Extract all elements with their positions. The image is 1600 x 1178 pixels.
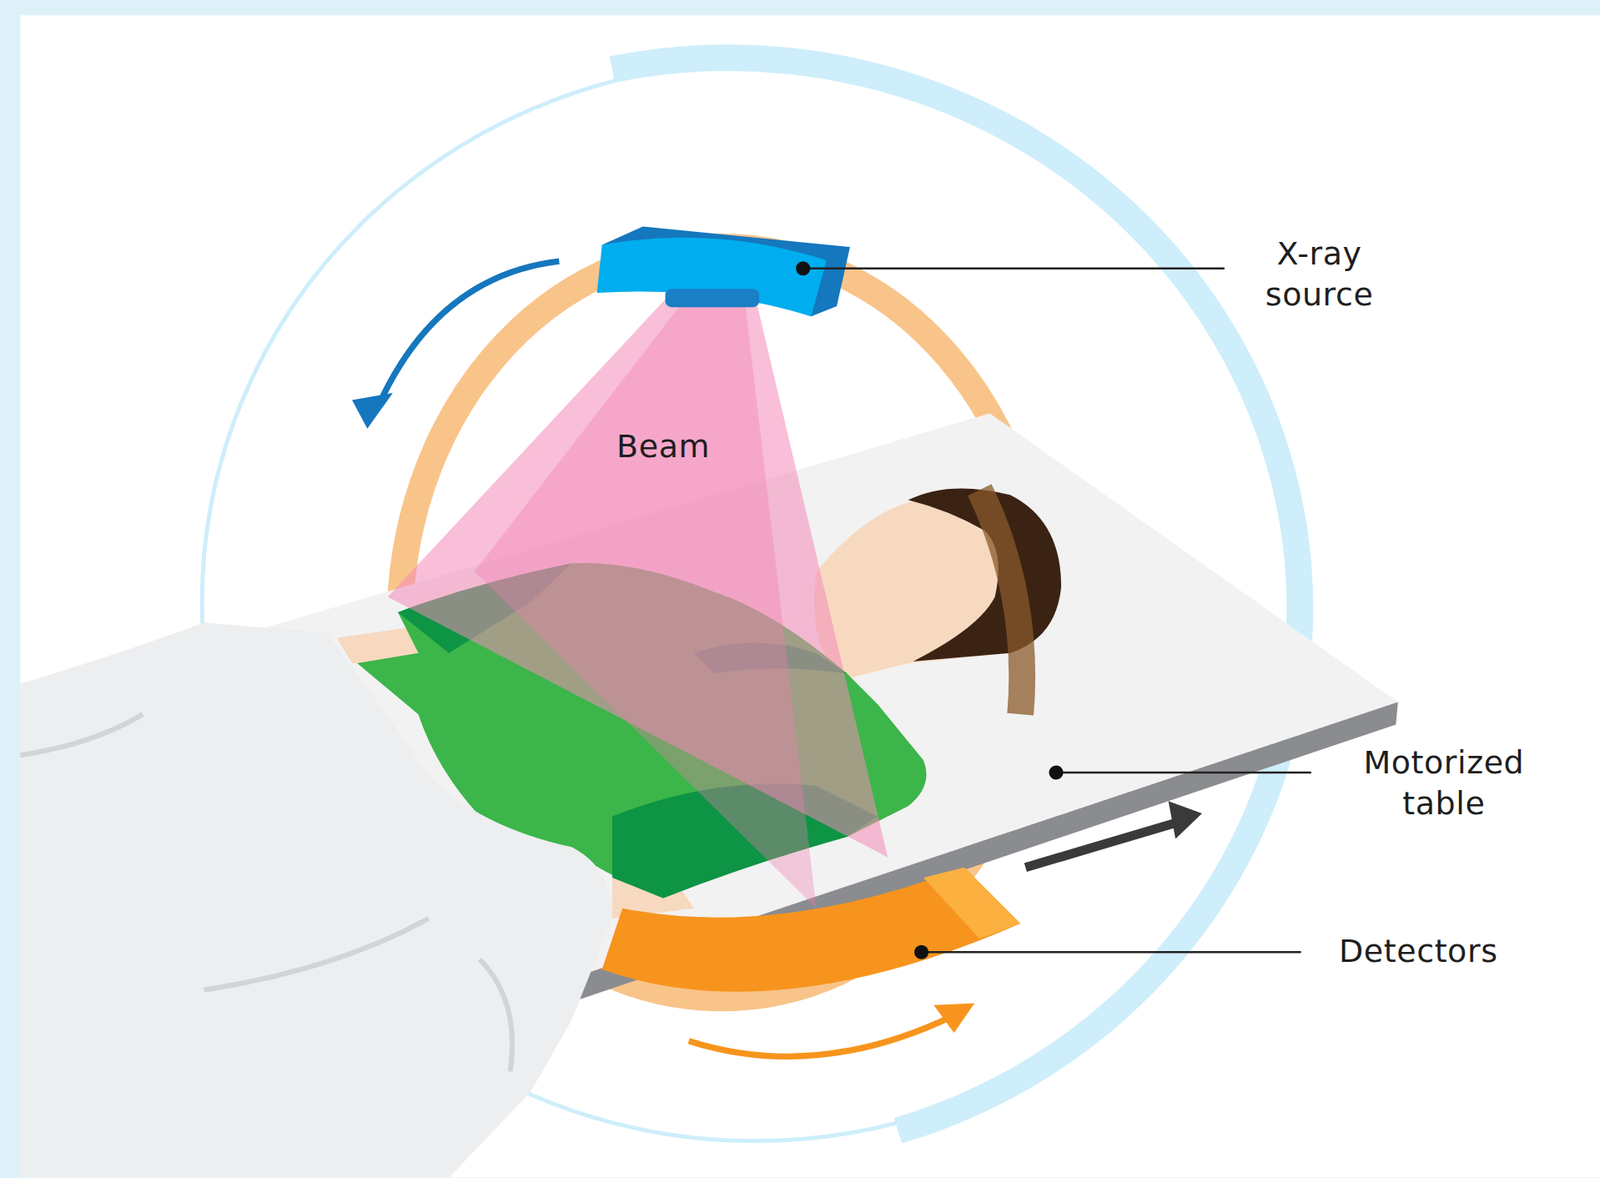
leader-dot — [1048, 764, 1063, 780]
blanket — [20, 622, 612, 1178]
leader-line — [803, 266, 1225, 269]
panel-background — [20, 15, 1600, 1178]
part-label: X-ray source — [1237, 232, 1402, 316]
part-label: Beam — [561, 425, 766, 467]
arrow-head — [352, 392, 393, 429]
leader-line — [921, 950, 1302, 953]
leader-dot — [914, 945, 929, 960]
arrow-head — [933, 1002, 975, 1032]
detector-array — [602, 867, 1022, 992]
arrow-head — [1168, 800, 1203, 839]
blanket-folds — [20, 714, 513, 1072]
rotation-arrow — [379, 261, 559, 403]
source-aperture — [665, 288, 760, 307]
leader-dot — [795, 261, 811, 276]
rotation-arrow — [689, 1015, 955, 1057]
part-label: Motorized table — [1328, 741, 1559, 825]
xray-source — [597, 237, 827, 317]
table-motion-arrow — [1025, 820, 1184, 867]
leader-line — [1056, 771, 1312, 774]
part-label: Detectors — [1285, 930, 1551, 972]
ring-front — [979, 489, 1022, 715]
xray-beam-core — [474, 301, 817, 909]
detector-end — [923, 867, 1021, 940]
